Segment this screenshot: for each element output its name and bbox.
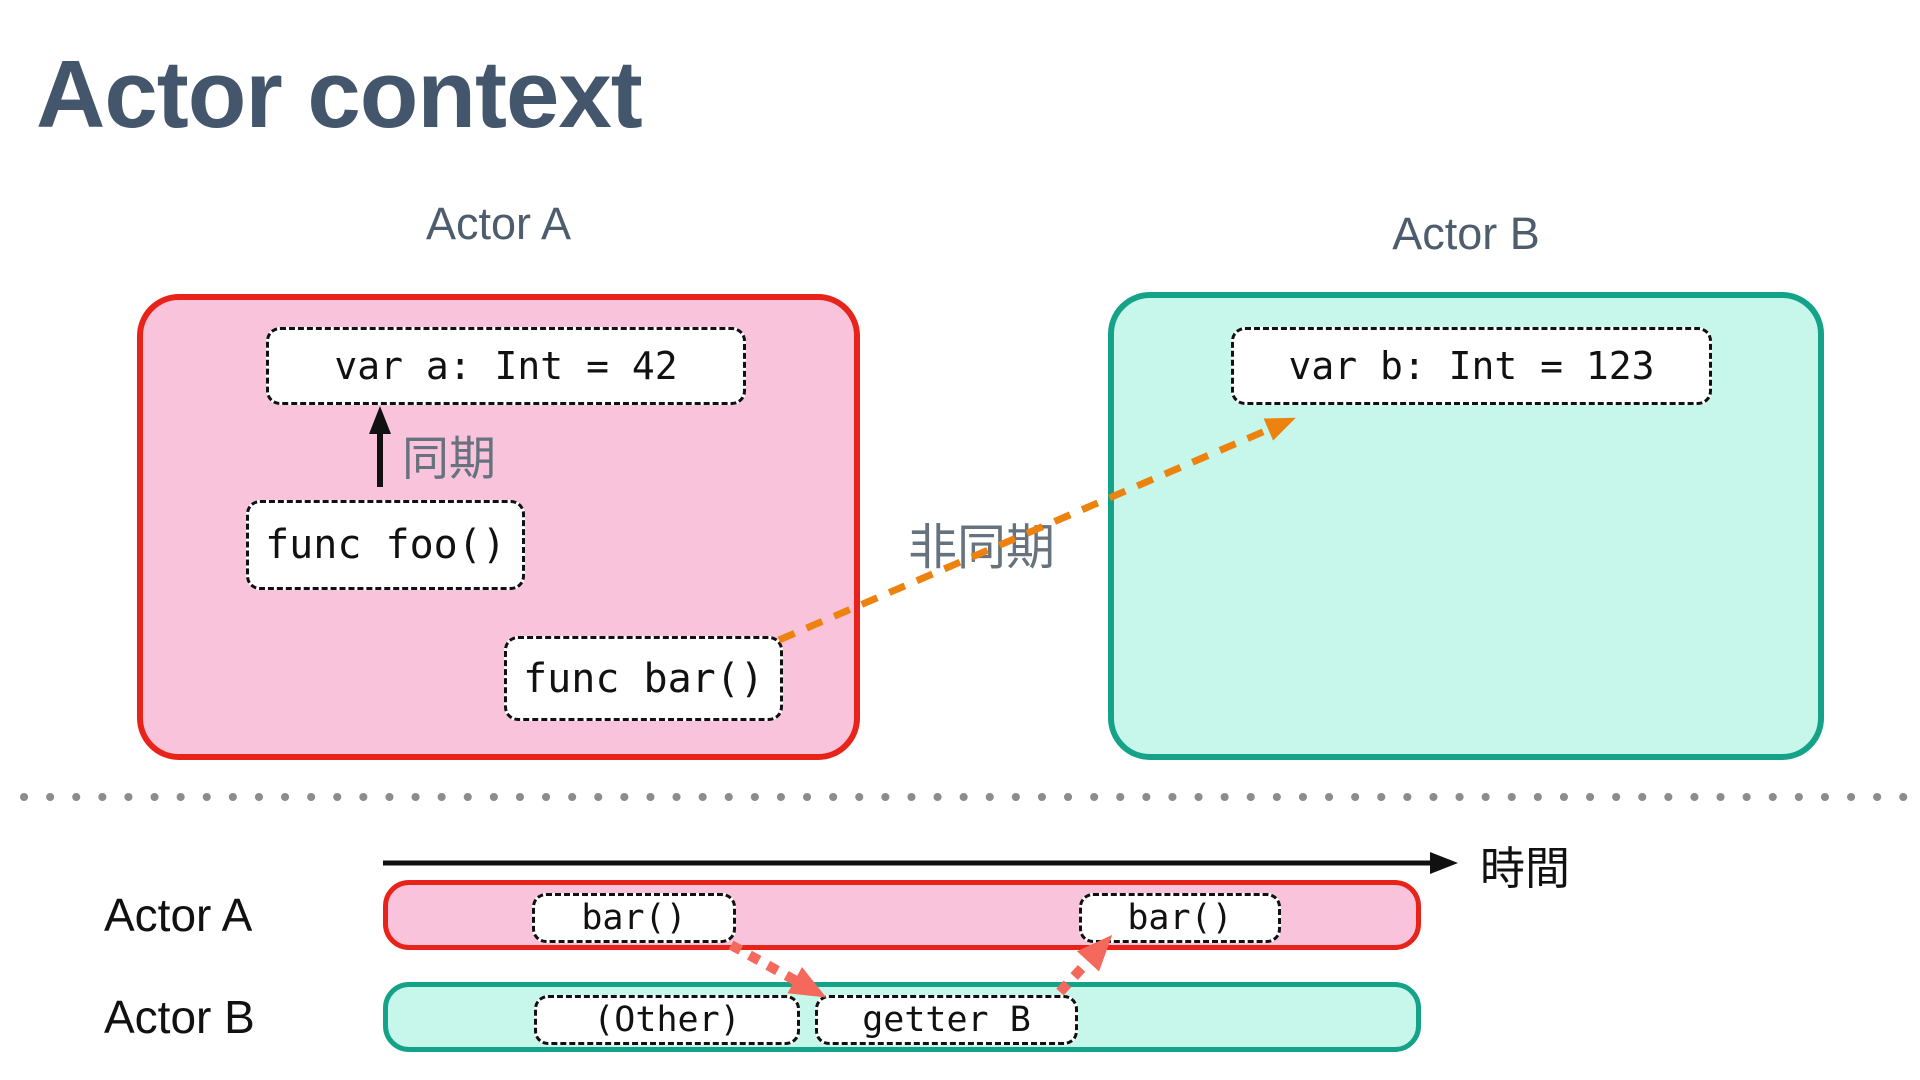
timeline-bar-actor-a: bar() bar() — [383, 880, 1421, 950]
actor-a-title: Actor A — [425, 198, 572, 249]
actor-b-box: var b: Int = 123 — [1108, 292, 1824, 760]
timeline-bar-actor-b: (Other) getter B — [383, 982, 1421, 1052]
hop-arrow-bar-to-getter — [728, 940, 827, 998]
async-arrow-label: 非同期 — [908, 521, 1056, 575]
timeline-segment-getter-b: getter B — [815, 995, 1078, 1045]
var-a-box: var a: Int = 42 — [266, 327, 746, 405]
timeline-segment-bar1: bar() — [532, 893, 736, 943]
actor-b-title: Actor B — [1392, 208, 1540, 259]
func-bar-box: func bar() — [504, 636, 783, 721]
timeline-row-label-actor-a: Actor A — [104, 889, 253, 941]
timeline-row-label-actor-b: Actor B — [104, 991, 255, 1043]
timeline-segment-other: (Other) — [534, 995, 800, 1045]
page-title: Actor context — [36, 41, 643, 148]
var-b-box: var b: Int = 123 — [1231, 327, 1712, 405]
func-foo-box: func foo() — [246, 500, 525, 590]
actor-a-box: var a: Int = 42 func foo() func bar() — [137, 294, 860, 760]
timeline-segment-bar2: bar() — [1079, 893, 1281, 943]
sync-arrow-label: 同期 — [402, 432, 496, 485]
time-axis-label: 時間 — [1480, 843, 1571, 894]
